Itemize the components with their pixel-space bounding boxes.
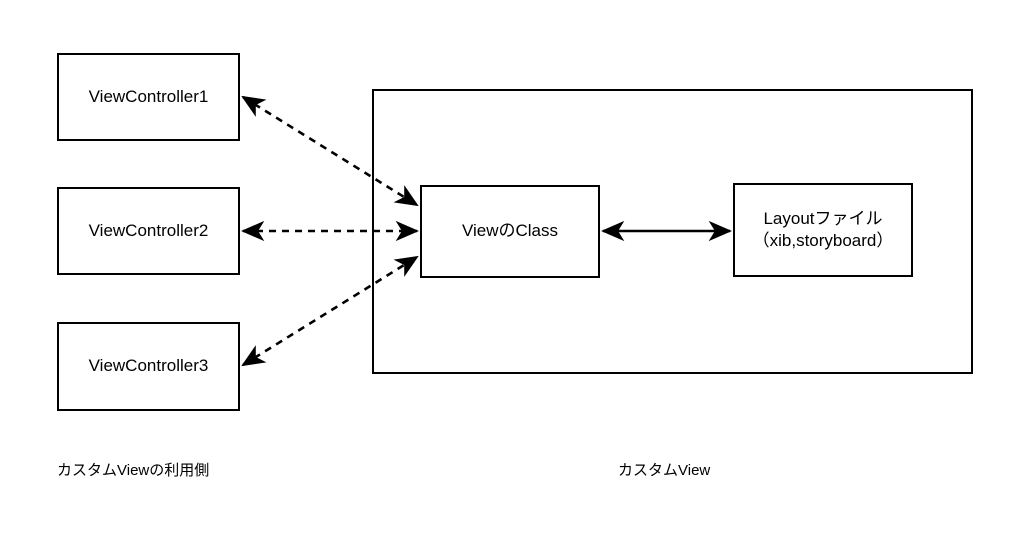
view-controller-2-label: ViewController2 — [88, 220, 209, 240]
layout-file-label-line2: （xib,storyboard） — [752, 231, 894, 250]
view-controller-1-box[interactable]: ViewController1 — [57, 53, 240, 141]
view-class-box[interactable]: ViewのClass — [420, 185, 600, 278]
view-controller-3-box[interactable]: ViewController3 — [57, 322, 240, 411]
layout-file-label-group: Layoutファイル （xib,storyboard） — [753, 208, 894, 252]
caption-custom-view-consumer: カスタムViewの利用側 — [57, 462, 210, 479]
caption-custom-view: カスタムView — [618, 462, 711, 479]
view-controller-2-box[interactable]: ViewController2 — [57, 187, 240, 275]
layout-file-box[interactable]: Layoutファイル （xib,storyboard） — [733, 183, 913, 277]
view-controller-3-label: ViewController3 — [88, 356, 209, 376]
view-class-label: ViewのClass — [461, 221, 559, 241]
view-controller-1-label: ViewController1 — [88, 86, 209, 106]
layout-file-label-line1: Layoutファイル — [763, 208, 883, 228]
